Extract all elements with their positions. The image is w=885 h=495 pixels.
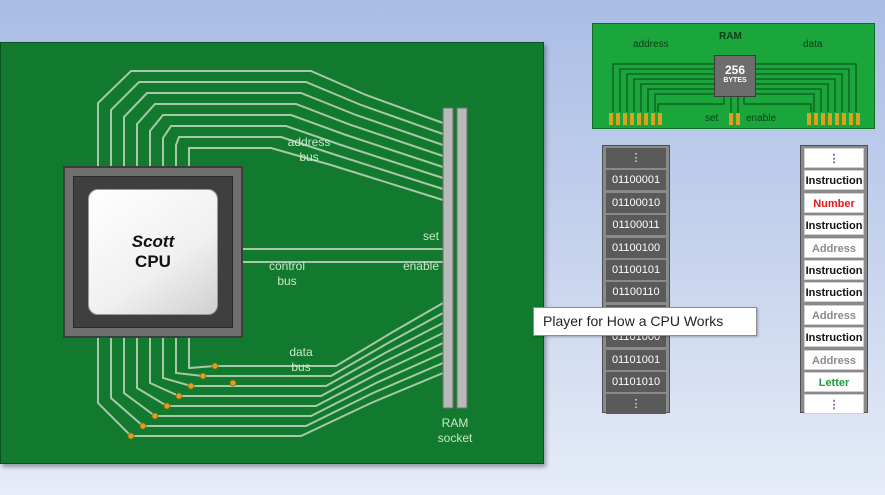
cpu-package: Scott CPU: [63, 166, 243, 338]
values-top-ellipsis: ⋮: [606, 148, 666, 168]
ram-data-label: data: [803, 39, 823, 50]
cpu-label: CPU: [135, 252, 171, 271]
types-bottom-ellipsis: ⋮: [804, 394, 864, 415]
memory-type: Address: [804, 237, 864, 258]
memory-values-column: ⋮ 01100001 01100010 01100011 01100100 01…: [602, 145, 670, 415]
ram-set-label: set: [705, 113, 719, 124]
cpu-name: Scott: [131, 232, 175, 251]
values-bottom-ellipsis: ⋮: [606, 394, 666, 415]
cpu-chip: Scott CPU: [88, 189, 218, 315]
ram-enable-label: enable: [746, 113, 777, 124]
memory-value: 01101001: [606, 349, 666, 370]
memory-value: 01100011: [606, 215, 666, 236]
memory-types-column: ⋮ Instruction Number Instruction Address…: [800, 145, 868, 415]
ram-size-number: 256: [724, 63, 746, 77]
ram-address-label: address: [633, 39, 669, 50]
memory-value: 01101010: [606, 371, 666, 392]
set-line-label: set: [422, 229, 439, 243]
ram-title: RAM: [719, 31, 742, 42]
player-tooltip: Player for How a CPU Works: [533, 307, 757, 336]
enable-line-label: enable: [402, 259, 439, 273]
board-traces: [97, 70, 468, 440]
memory-value: 01100100: [606, 237, 666, 258]
types-top-ellipsis: ⋮: [804, 148, 864, 168]
memory-type: Address: [804, 349, 864, 370]
memory-value: 01100110: [606, 282, 666, 303]
ram-traces: [609, 63, 860, 125]
memory-type: Address: [804, 304, 864, 325]
memory-type: Instruction: [804, 282, 864, 303]
ram-module: RAM address data 256 BYTES set enable: [592, 23, 875, 129]
memory-value: 01100001: [606, 170, 666, 191]
memory-type: Letter: [804, 371, 864, 392]
memory-type: Instruction: [804, 170, 864, 191]
ram-socket-rail-left: [442, 107, 454, 409]
ram-socket-rail-right: [456, 107, 468, 409]
memory-type: Instruction: [804, 327, 864, 348]
memory-value: 01100010: [606, 192, 666, 213]
memory-type: Instruction: [804, 215, 864, 236]
memory-type: Instruction: [804, 259, 864, 280]
memory-value: 01100101: [606, 259, 666, 280]
ram-chip: 256 BYTES: [714, 55, 756, 97]
ram-size-unit: BYTES: [723, 77, 747, 84]
memory-type: Number: [804, 192, 864, 213]
